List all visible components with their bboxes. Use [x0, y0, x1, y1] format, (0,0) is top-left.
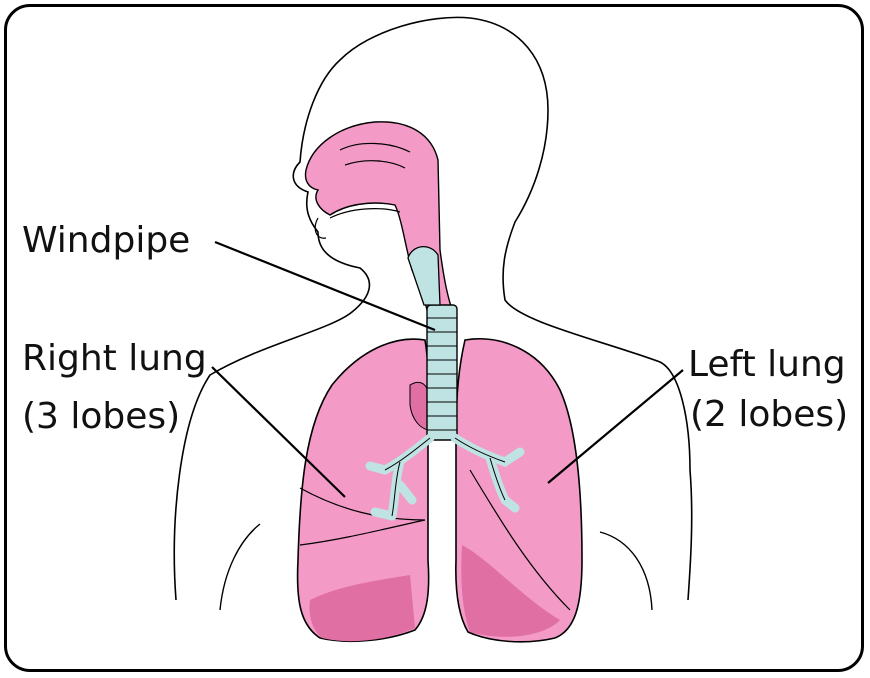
right-lung-label: Right lung: [22, 338, 207, 380]
shoulder-outline: [220, 524, 260, 610]
left-lung-label: Left lung: [688, 344, 846, 386]
left-lung-lobes-label: (2 lobes): [690, 394, 848, 436]
windpipe-leader: [215, 242, 435, 330]
windpipe-label: Windpipe: [22, 220, 190, 262]
windpipe: [427, 305, 457, 440]
larynx: [408, 247, 440, 305]
shoulder-outline-2: [600, 532, 652, 610]
right-lung-lobes-label: (3 lobes): [22, 396, 180, 438]
